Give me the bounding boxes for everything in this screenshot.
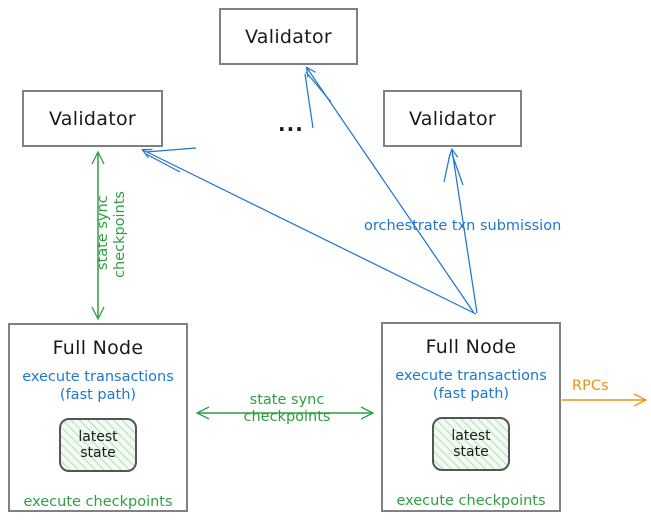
fullnode-left-subtitle-line2: (fast path) (59, 387, 137, 404)
edge-fullnode-right-to-validator-top (304, 68, 475, 314)
edge-label-state-sync-vertical-line2: checkpoints (112, 191, 128, 278)
edge-fullnode-right-to-validator-left (143, 147, 477, 315)
fullnode-left-state-line2: state (80, 445, 116, 462)
validator-left-box[interactable]: Validator (22, 90, 163, 147)
fullnode-right-state-line1: latest (451, 428, 491, 445)
validator-right-box[interactable]: Validator (383, 90, 522, 147)
fullnode-left-state-line1: latest (78, 429, 118, 446)
edge-label-state-sync-vertical-line1: state sync (95, 195, 111, 270)
fullnode-right-footer: execute checkpoints (396, 493, 546, 510)
fullnode-left-subtitle-line1: execute transactions (22, 369, 174, 385)
fullnode-right-latest-state-box[interactable]: latest state (432, 417, 510, 472)
validator-left-label: Validator (48, 107, 136, 130)
fullnode-left-footer: execute checkpoints (23, 494, 173, 510)
validator-right-label: Validator (408, 107, 496, 130)
fullnode-right-subtitle: execute transactions (fast path) (395, 367, 547, 403)
edge-label-state-sync-horizontal: state sync checkpoints (232, 392, 342, 427)
edge-label-rpcs: RPCs (572, 378, 609, 394)
edge-label-state-sync-horizontal-line1: state sync (249, 392, 325, 408)
ellipsis-more-validators: ... (278, 112, 304, 136)
fullnode-right-subtitle-line1: execute transactions (395, 368, 547, 384)
fullnode-right-box[interactable]: Full Node execute transactions (fast pat… (381, 322, 561, 512)
fullnode-right-title: Full Node (425, 336, 517, 358)
validator-top-box[interactable]: Validator (219, 8, 358, 65)
fullnode-right-subtitle-line2: (fast path) (432, 386, 510, 403)
fullnode-left-box[interactable]: Full Node execute transactions (fast pat… (8, 323, 188, 512)
fullnode-left-title: Full Node (52, 337, 144, 359)
fullnode-left-subtitle: execute transactions (fast path) (22, 368, 174, 404)
fullnode-left-latest-state-box[interactable]: latest state (59, 418, 137, 472)
edge-label-orchestrate: orchestrate txn submission (364, 218, 562, 234)
edge-fullnode-right-to-validator-right (443, 150, 478, 314)
fullnode-right-state-line2: state (453, 444, 489, 461)
validator-top-label: Validator (244, 25, 332, 48)
edge-label-state-sync-horizontal-line2: checkpoints (243, 409, 331, 426)
